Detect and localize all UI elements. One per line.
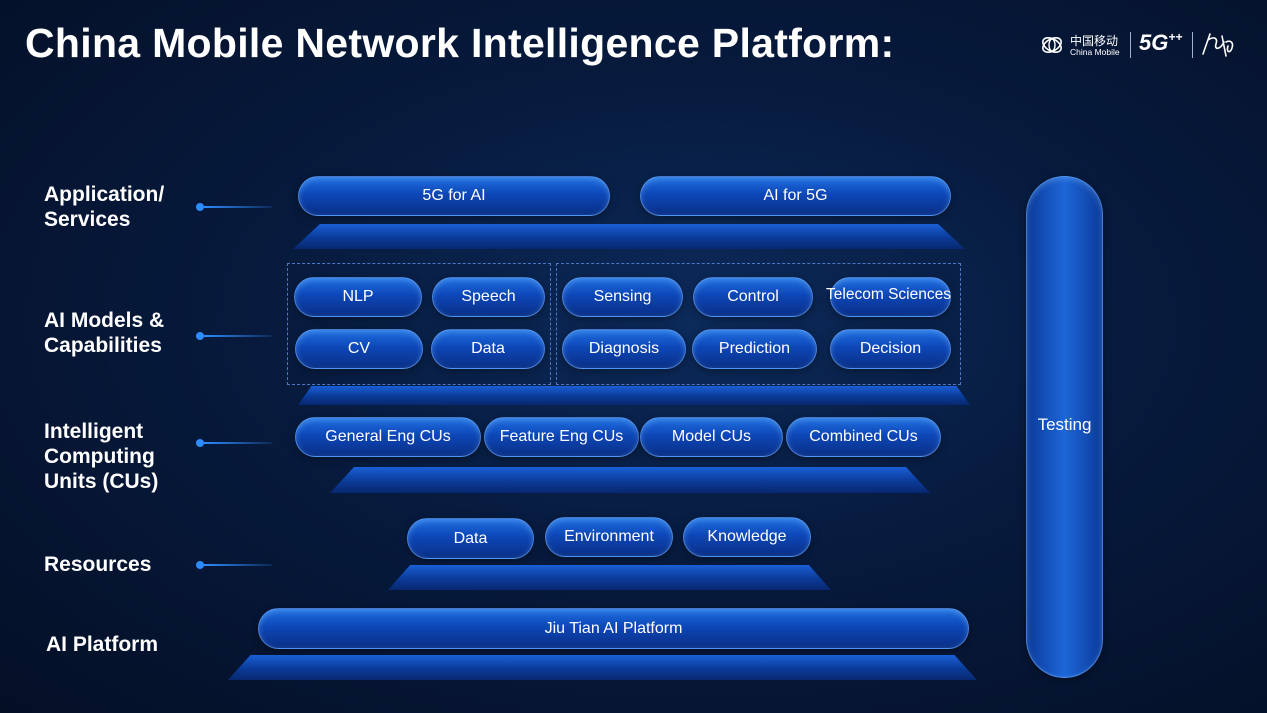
pill-control: Control — [693, 277, 813, 317]
models-group-general — [287, 263, 551, 385]
pill-cv: CV — [295, 329, 423, 369]
connector-line — [204, 442, 272, 444]
logo-group: 中国移动 China Mobile 5G++ — [1040, 28, 1240, 64]
pill-decision: Decision — [830, 329, 951, 369]
row-label-ai-platform: AI Platform — [46, 633, 159, 656]
pill-telecom-sciences-label: Telecom Sciences — [826, 286, 951, 303]
pill-combined-cus: Combined CUs — [786, 417, 941, 457]
pill-model-cus: Model CUs — [640, 417, 783, 457]
logo-divider — [1192, 32, 1193, 58]
pill-jiu-tian-platform: Jiu Tian AI Platform — [258, 608, 969, 649]
connector-dot — [196, 561, 204, 569]
china-mobile-swirl-icon — [1042, 36, 1062, 54]
row-connector — [196, 332, 274, 340]
platform-application — [293, 224, 965, 249]
row-label-computing-units: Intelligent Computing Units (CUs) — [44, 420, 159, 493]
pill-5g-for-ai: 5G for AI — [298, 176, 610, 216]
five-g-plus-text: ++ — [1168, 30, 1183, 44]
pill-general-eng-cus: General Eng CUs — [295, 417, 481, 457]
pill-nlp: NLP — [294, 277, 422, 317]
connector-dot — [196, 203, 204, 211]
row-connector — [196, 203, 274, 211]
logo-divider — [1130, 32, 1131, 58]
page-title: China Mobile Network Intelligence Platfo… — [25, 20, 895, 66]
platform-cus — [330, 467, 930, 493]
pill-environment: Environment — [545, 517, 673, 557]
connector-line — [204, 206, 272, 208]
connector-line — [204, 335, 272, 337]
pill-telecom-sciences: Telecom Sciences — [826, 277, 951, 317]
row-label-ai-models: AI Models & Capabilities — [44, 309, 165, 357]
row-connector — [196, 561, 274, 569]
china-mobile-logo: 中国移动 China Mobile — [1040, 30, 1125, 60]
row-connector — [196, 439, 274, 447]
pill-data-model: Data — [431, 329, 545, 369]
connector-dot — [196, 439, 204, 447]
pill-prediction: Prediction — [692, 329, 817, 369]
five-g-logo: 5G++ — [1139, 30, 1182, 56]
pill-testing: Testing — [1026, 176, 1103, 678]
connector-line — [204, 564, 272, 566]
pill-speech: Speech — [432, 277, 545, 317]
pill-sensing: Sensing — [562, 277, 683, 317]
china-mobile-cn-text: 中国移动 — [1070, 34, 1119, 48]
platform-ai — [228, 655, 977, 680]
row-label-resources: Resources — [44, 553, 152, 576]
china-mobile-en-text: China Mobile — [1070, 47, 1120, 57]
platform-models — [298, 386, 970, 405]
pill-diagnosis: Diagnosis — [562, 329, 686, 369]
pill-ai-for-5g: AI for 5G — [640, 176, 951, 216]
five-g-text: 5G — [1139, 30, 1169, 55]
pill-data-resource: Data — [407, 518, 534, 559]
row-label-application: Application/ Services — [44, 183, 165, 231]
signature-logo-icon — [1202, 33, 1234, 57]
platform-resources — [388, 565, 831, 590]
pill-feature-eng-cus: Feature Eng CUs — [484, 417, 639, 457]
connector-dot — [196, 332, 204, 340]
models-group-telecom — [556, 263, 961, 385]
pill-knowledge: Knowledge — [683, 517, 811, 557]
